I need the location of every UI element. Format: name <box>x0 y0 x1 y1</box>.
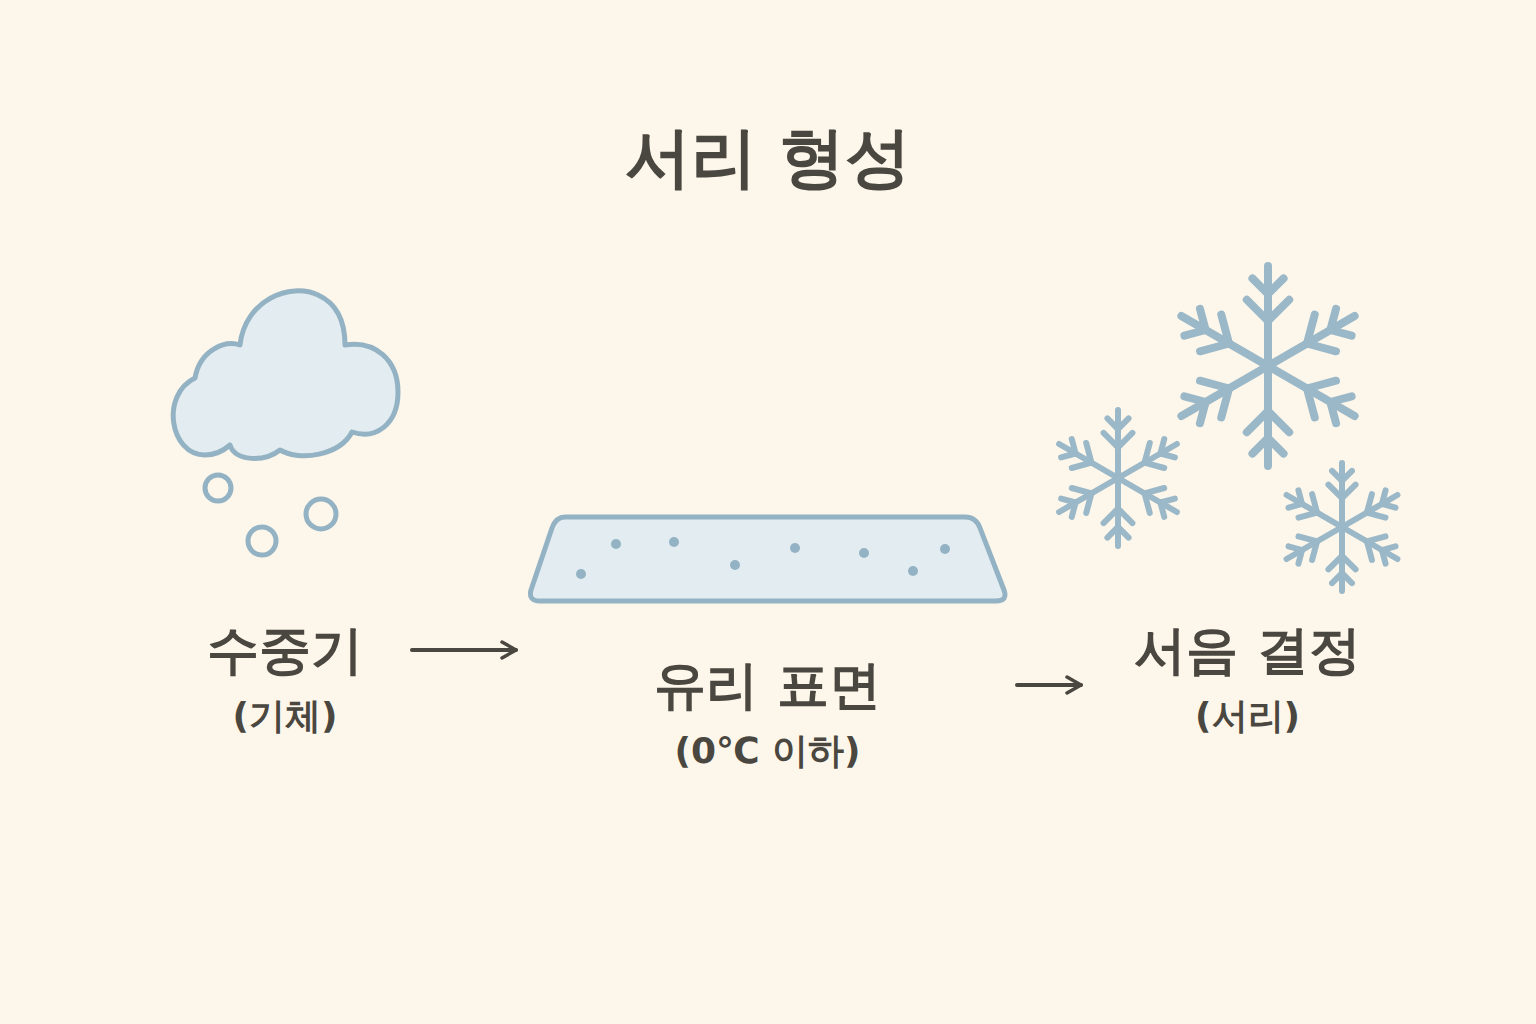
stage-label: 서음 결정 <box>1134 619 1360 681</box>
stage-node: 서음 결정 (서리) <box>1085 260 1410 760</box>
stage-sublabel: (기체) <box>233 693 338 739</box>
stage-label: 유리 표면 <box>654 654 880 716</box>
stage-sublabel: (서리) <box>1195 693 1300 739</box>
snowflake-icon <box>1287 463 1398 591</box>
stage-sublabel: (0℃ 이하) <box>674 728 860 774</box>
stage-label: 수중기 <box>207 619 363 681</box>
snowflake-icon <box>1181 266 1354 466</box>
cloud-icon <box>173 291 398 555</box>
diagram-title: 서리 형성 <box>0 118 1536 198</box>
glass-surface <box>530 517 1005 601</box>
flow-arrow <box>1017 683 1081 687</box>
stage-node: 유리 표면 (0℃ 이하) <box>520 505 1015 795</box>
flow-arrow <box>412 648 516 652</box>
stage-node: 수중기 (기체) <box>160 280 410 760</box>
snowflake-icon <box>1059 410 1177 546</box>
